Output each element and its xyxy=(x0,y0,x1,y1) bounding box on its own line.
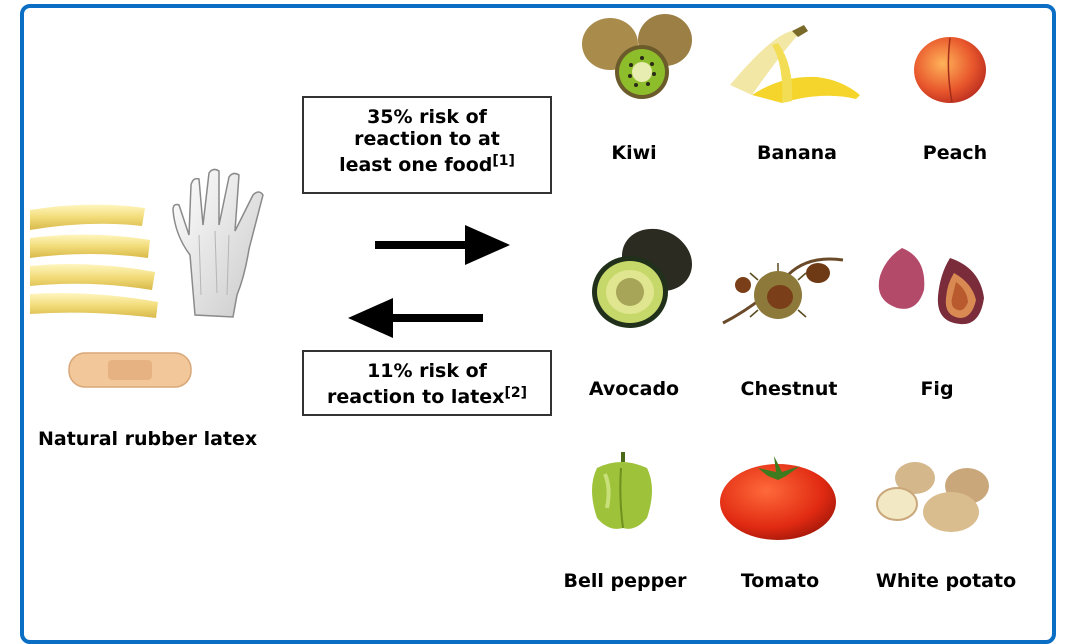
food-risk-line3: least one food xyxy=(339,154,492,176)
white-potato-icon xyxy=(875,456,995,536)
food-label: Avocado xyxy=(549,378,719,400)
arrow-left-icon xyxy=(348,298,483,338)
banana-icon xyxy=(722,25,862,105)
latex-risk-line1: 11% risk of xyxy=(304,360,550,382)
food-label: Kiwi xyxy=(549,142,719,164)
food-risk-box: 35% risk of reaction to at least one foo… xyxy=(302,96,552,194)
latex-risk-line2: reaction to latex xyxy=(327,386,504,408)
food-label: Bell pepper xyxy=(540,570,710,592)
food-risk-ref: [1] xyxy=(492,153,515,169)
food-label: Banana xyxy=(712,142,882,164)
food-label: Chestnut xyxy=(704,378,874,400)
latex-label: Natural rubber latex xyxy=(38,428,257,450)
avocado-icon xyxy=(585,220,700,335)
latex-risk-ref: [2] xyxy=(504,385,527,401)
latex-bandage-icon xyxy=(68,352,192,388)
food-label: Fig xyxy=(852,378,1022,400)
latex-tubing-icon xyxy=(30,200,170,320)
chestnut-icon xyxy=(718,245,848,330)
latex-glove-icon xyxy=(165,165,300,325)
food-risk-line2: reaction to at xyxy=(304,128,550,150)
kiwi-icon xyxy=(580,10,695,102)
food-label: Tomato xyxy=(695,570,865,592)
fig-icon xyxy=(872,238,997,328)
latex-risk-box: 11% risk of reaction to latex[2] xyxy=(302,350,552,416)
bell-pepper-icon xyxy=(585,448,660,533)
food-risk-line1: 35% risk of xyxy=(304,106,550,128)
tomato-icon xyxy=(718,450,840,542)
peach-icon xyxy=(908,30,993,105)
arrow-right-icon xyxy=(375,225,510,265)
food-label: White potato xyxy=(861,570,1031,592)
food-label: Peach xyxy=(870,142,1040,164)
